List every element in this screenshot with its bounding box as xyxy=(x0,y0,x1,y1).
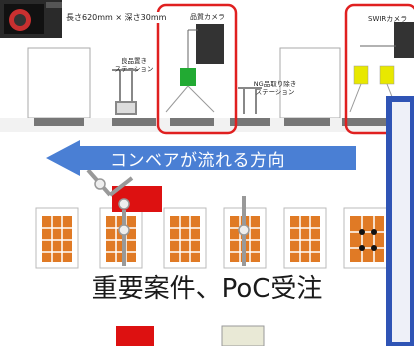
right-panel xyxy=(386,96,414,346)
highlight-box-quality-camera xyxy=(156,3,238,135)
dimensions-label: 長さ620mm × 深さ30mm xyxy=(66,12,167,23)
caption-text: 重要案件、PoC受注 xyxy=(91,274,323,304)
camera-photo xyxy=(0,0,62,38)
camera-board-1 xyxy=(196,24,224,64)
flow-direction-arrow xyxy=(46,140,356,176)
tray-stack-6 xyxy=(343,207,395,269)
direction-label: コンベアが流れる方向 xyxy=(110,151,285,171)
station-box-2 xyxy=(279,47,341,119)
red-tray-column xyxy=(112,186,265,346)
robot-arm-upper-1 xyxy=(112,69,138,115)
green-camera xyxy=(180,68,196,86)
upper-conveyor xyxy=(0,118,400,132)
tray-stack-2 xyxy=(99,207,143,269)
lower-trays xyxy=(35,207,395,269)
yellow-camera-2 xyxy=(379,65,395,85)
robot-arm-upper-2 xyxy=(238,87,262,114)
camera-board-2 xyxy=(394,22,414,58)
tray-stack-1 xyxy=(35,207,79,269)
station-box-1 xyxy=(27,47,91,119)
camera-label-2: SWIRカメラ xyxy=(368,15,408,23)
camera-label-1: 品質カメラ xyxy=(190,13,225,21)
yellow-camera-1 xyxy=(353,65,369,85)
tray-stack-3 xyxy=(163,207,207,269)
station-label-1: 良品置き ステーション xyxy=(114,57,154,73)
tray-stack-5 xyxy=(283,207,327,269)
highlight-box-swir-camera xyxy=(344,3,414,135)
station-label-2: NG品取り除き ステーション xyxy=(253,80,297,96)
